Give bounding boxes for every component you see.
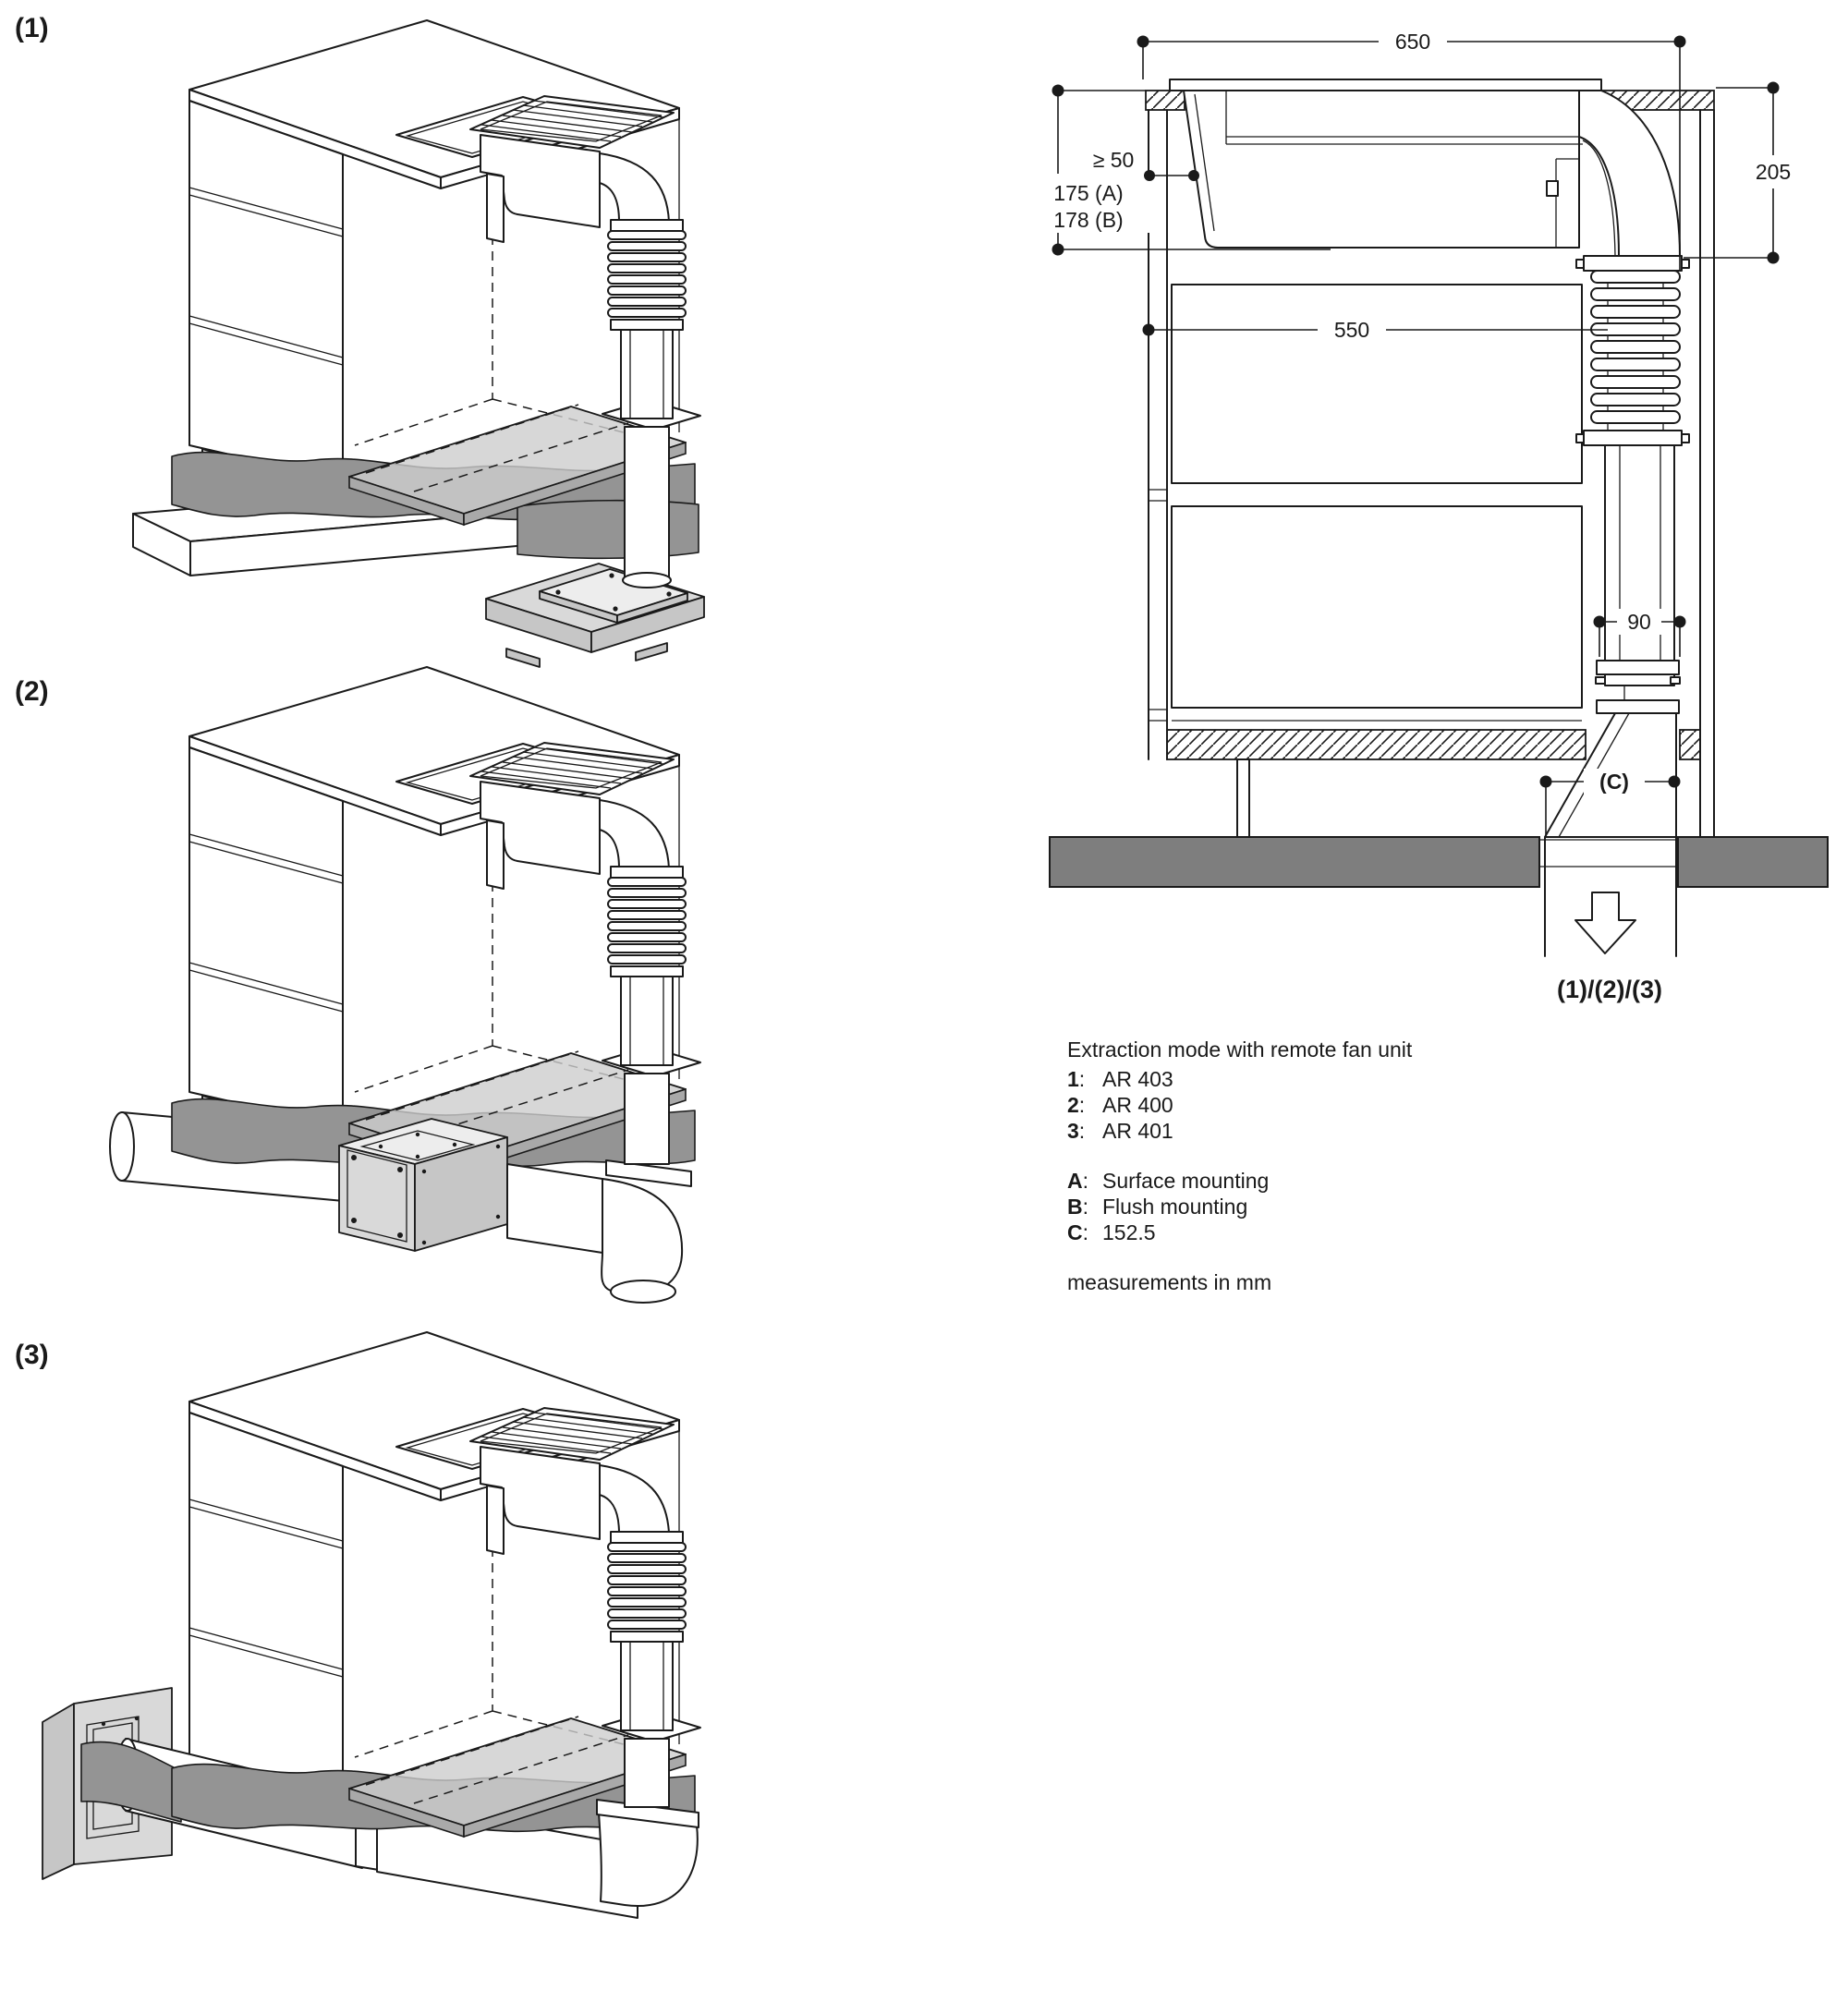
dim-duct-width: 90: [1593, 609, 1686, 657]
legend-model-2: 2:AR 400: [1067, 1093, 1173, 1117]
remote-fan-unit-ar400: [338, 1118, 508, 1252]
legend-model-3: 3:AR 401: [1067, 1119, 1173, 1143]
cabinet-floor: [1166, 720, 1701, 760]
legend-model-1: 1:AR 403: [1067, 1067, 1173, 1091]
upper-drawer-box: [1171, 284, 1583, 484]
legend-note-b: B:Flush mounting: [1067, 1195, 1248, 1219]
plinth-leg: [1236, 758, 1250, 838]
figure-3-illustration: [42, 1331, 701, 1919]
figure-3-label: (3): [15, 1340, 49, 1370]
legend-footer: measurements in mm: [1067, 1270, 1272, 1294]
right-wall: [1699, 109, 1715, 838]
dim-clearance: ≥ 50: [1093, 148, 1199, 181]
svg-text:(C): (C): [1599, 770, 1629, 794]
hob-duct: [469, 1407, 687, 1731]
hob-duct: [469, 95, 687, 419]
svg-text:175 (A): 175 (A): [1053, 181, 1123, 205]
svg-text:≥ 50: ≥ 50: [1093, 148, 1135, 172]
legend: Extraction mode with remote fan unit 1:A…: [1067, 1037, 1502, 1295]
figure-2-label: (2): [15, 676, 49, 707]
figure-1-illustration: [132, 19, 705, 668]
legend-title: Extraction mode with remote fan unit: [1067, 1037, 1413, 1062]
outlet-elbow: [506, 1073, 692, 1304]
cut-wall-patch: [80, 1741, 182, 1823]
down-arrow-icon: [1574, 892, 1636, 954]
svg-text:205: 205: [1756, 160, 1791, 184]
cut-floor-under-duct: [517, 499, 699, 560]
remote-fan-unit-ar403: [485, 426, 705, 668]
dim-right-depth: 205: [1684, 81, 1791, 264]
dim-plinth: (C): [1539, 769, 1681, 837]
lower-drawer-box: [1171, 505, 1583, 709]
figure-1-label: (1): [15, 13, 49, 43]
corrugated-hose-section: [1575, 255, 1690, 446]
hob-rim: [1169, 79, 1602, 91]
dim-inner-width: 550: [1142, 316, 1608, 344]
svg-text:650: 650: [1395, 30, 1430, 54]
cross-section-diagram: 650 175 (A) 178 (B) ≥ 50 205 550: [1016, 28, 1829, 1003]
floor-slabs: [1049, 836, 1829, 957]
hob-duct: [469, 742, 687, 1066]
dim-depth: 175 (A) 178 (B): [1016, 84, 1331, 256]
svg-text:90: 90: [1627, 610, 1651, 634]
legend-note-a: A:Surface mounting: [1067, 1169, 1270, 1193]
duct-elbow: [596, 1738, 699, 1908]
worktop-left: [1145, 90, 1185, 111]
svg-text:178 (B): 178 (B): [1053, 208, 1123, 232]
svg-text:550: 550: [1334, 318, 1369, 342]
hob-section: [1183, 90, 1681, 257]
outlet-label: (1)/(2)/(3): [1557, 976, 1662, 1003]
legend-note-c: C:152.5: [1067, 1220, 1156, 1244]
figure-2-illustration: [109, 666, 701, 1304]
dim-overall-width: 650: [1137, 28, 1686, 270]
